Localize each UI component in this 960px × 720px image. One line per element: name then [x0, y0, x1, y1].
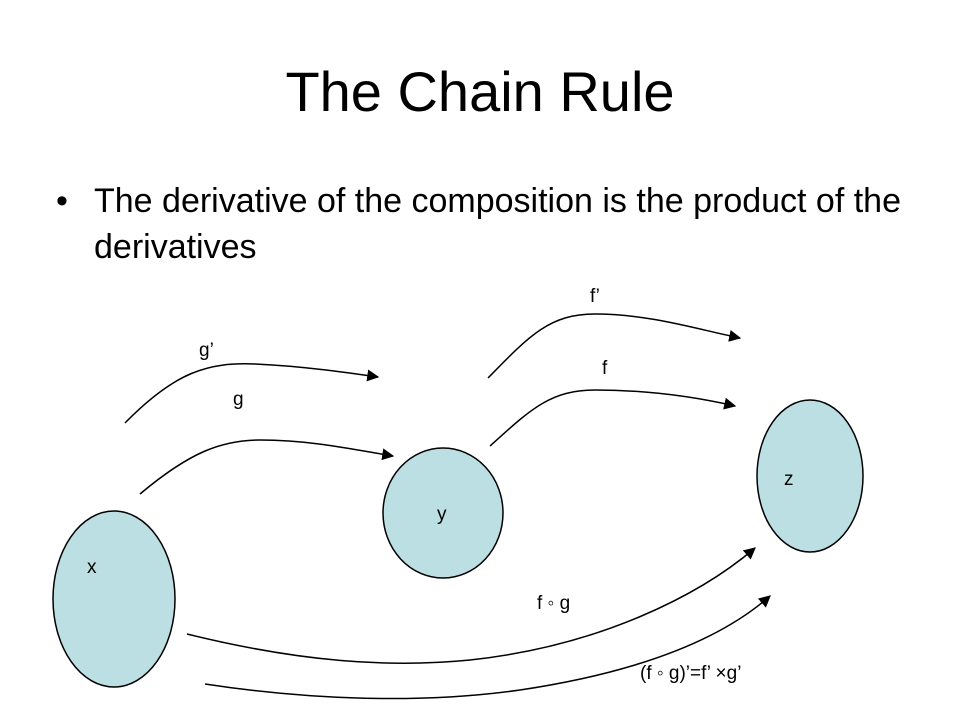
edge-f-of-g-label: f ◦ g [537, 593, 570, 614]
bullet-item: • The derivative of the composition is t… [56, 178, 916, 270]
edge-f-prime-arrow [487, 313, 742, 379]
node-z-label: z [784, 469, 794, 490]
node-x [52, 510, 176, 688]
bullet-text: The derivative of the composition is the… [94, 182, 902, 266]
bullet-list: • The derivative of the composition is t… [56, 178, 916, 270]
edge-f-of-g-arrow [186, 547, 756, 664]
edge-f-prime-label: f’ [590, 286, 600, 307]
edge-g-arrow [139, 439, 395, 495]
node-z [756, 399, 864, 553]
edge-chain-derivative-label: (f ◦ g)’=f’ ×g’ [640, 663, 741, 684]
node-x-label: x [87, 557, 97, 578]
edge-g-prime-arrow [124, 363, 380, 424]
edge-chain-derivative-arrow [204, 595, 771, 700]
node-y [382, 447, 504, 579]
edge-g-prime-label: g’ [199, 340, 214, 361]
edge-f-arrow [489, 389, 737, 447]
bullet-dot-icon: • [56, 182, 68, 220]
edge-f-label: f [602, 358, 608, 379]
node-y-label: y [437, 504, 447, 525]
slide-title: The Chain Rule [285, 60, 675, 123]
edge-g-label: g [233, 389, 244, 410]
